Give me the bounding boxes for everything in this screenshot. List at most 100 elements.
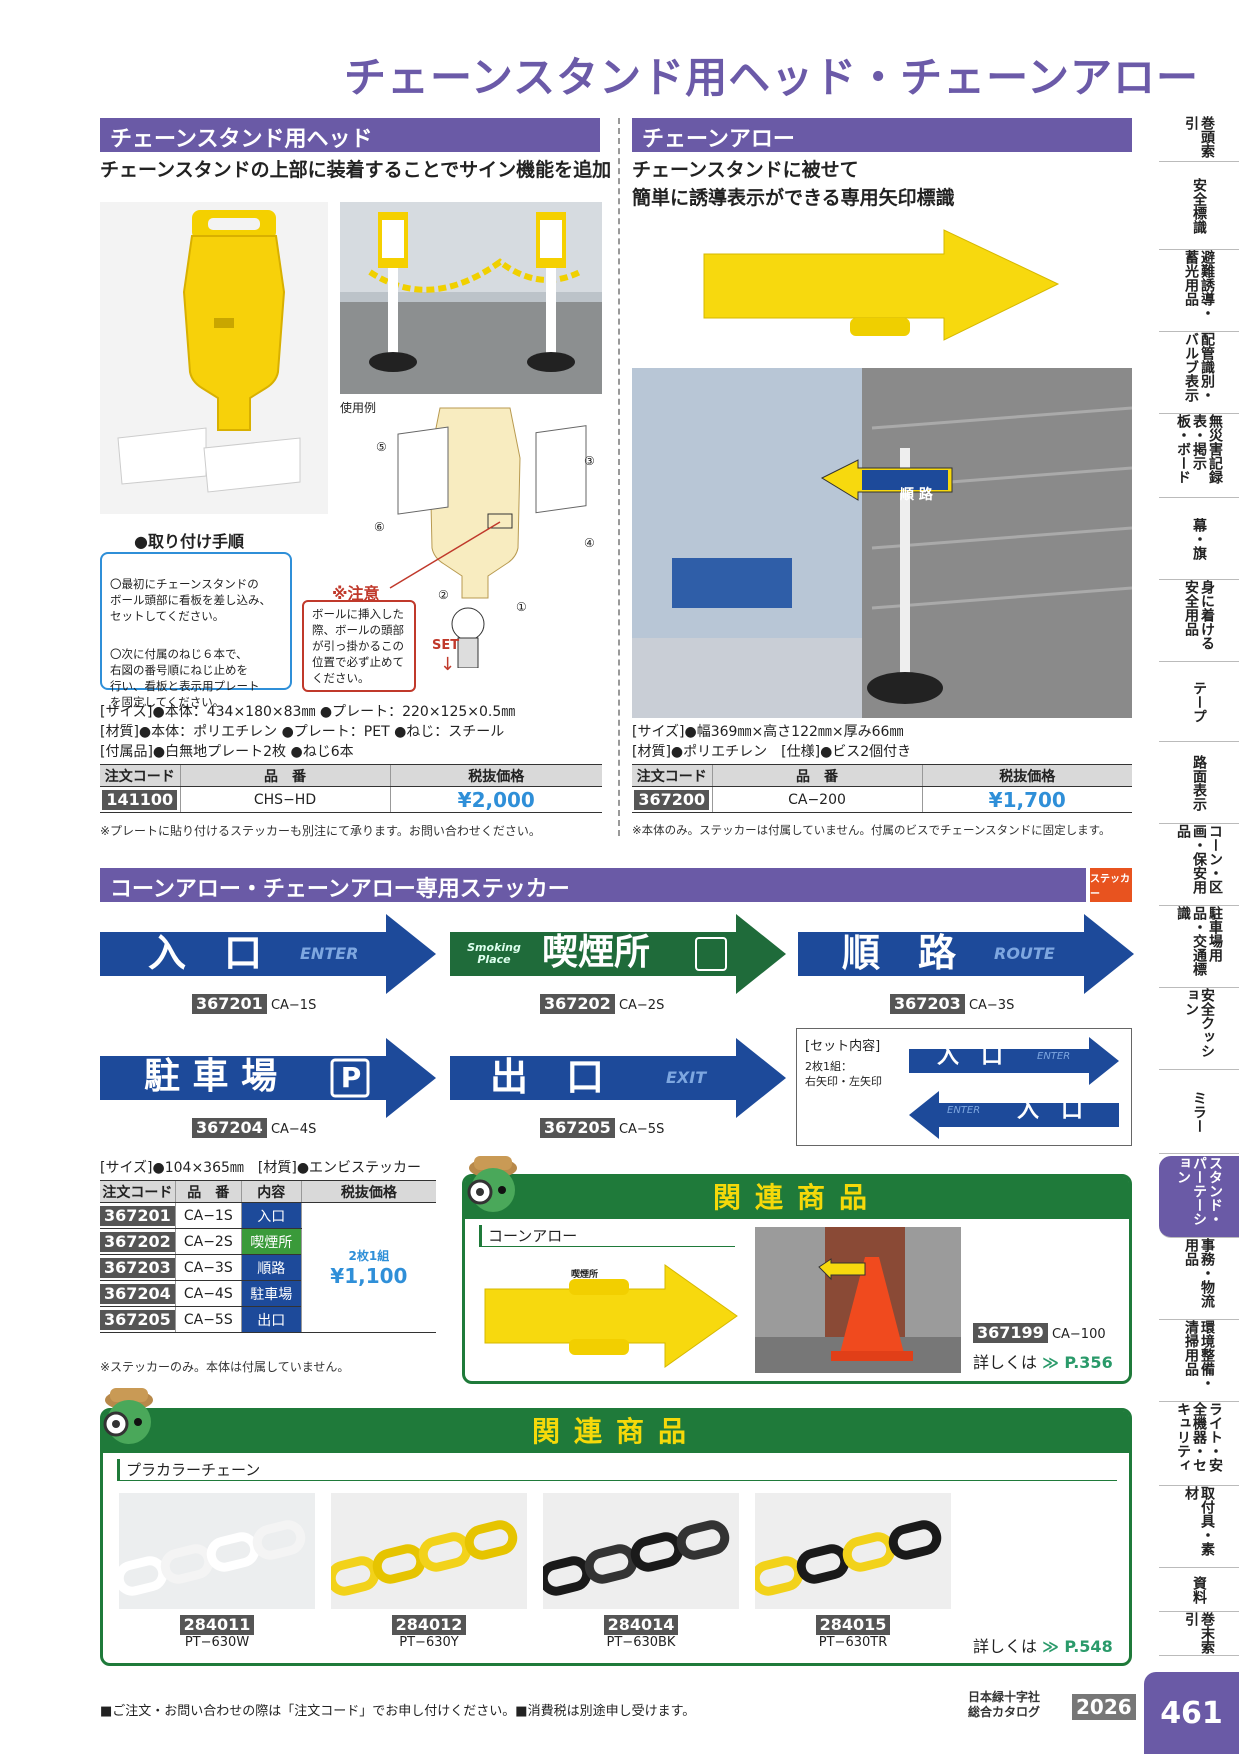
part-number: PT−630TR — [818, 1635, 888, 1650]
chain-photo-tigerrope — [755, 1493, 951, 1609]
content: 出口 — [240, 1306, 302, 1333]
sidebar-item[interactable]: 駐車場用品・交通標識 — [1159, 906, 1239, 988]
sidebar-item[interactable]: 配管識別・バルブ表示 — [1159, 332, 1239, 414]
col-part: 品 番 — [711, 764, 922, 787]
related-link-1[interactable]: 詳しくは ≫ P.356 — [973, 1349, 1113, 1373]
part-number: CA−100 — [1051, 1327, 1106, 1342]
sidebar-item[interactable]: 安全クッション — [1159, 988, 1239, 1070]
col-code: 注文コード — [100, 1180, 176, 1203]
part-number: CA−2S — [174, 1228, 242, 1255]
set-arrow-icon: ↓ — [440, 654, 456, 675]
sidebar-item[interactable]: 安全標識 — [1159, 162, 1239, 250]
sticker-price-cell: 2枚1組¥1,100 — [300, 1202, 436, 1333]
sticker-jp: 出 口 — [490, 1055, 605, 1099]
caution-title: ※注意 — [332, 584, 380, 603]
sticker-code-2: 367202 CA−2S — [540, 994, 664, 1014]
sidebar-item[interactable]: ライト・安全機器・セキュリティ — [1159, 1402, 1239, 1486]
sticker-en: EXIT — [666, 1068, 707, 1087]
sticker-badge: ステッカー — [1090, 868, 1132, 902]
content: 順路 — [240, 1254, 302, 1281]
arrow-lead-1: チェーンスタンドに被せて — [632, 159, 859, 181]
sidebar-item-active[interactable]: スタンド・パーテーション — [1159, 1156, 1239, 1238]
related-box-1: 関連商品 コーンアロー 喫煙所 367199 CA−100 詳しくは ≫ P.3… — [462, 1174, 1132, 1384]
page-ref[interactable]: ≫ P.356 — [1042, 1353, 1113, 1372]
usage-caption: 使用例 — [340, 401, 377, 415]
sidebar-item[interactable]: テープ — [1159, 662, 1239, 742]
col-price: 税抜価格 — [300, 1180, 436, 1203]
sidebar-item[interactable]: 巻頭索引 — [1159, 116, 1239, 162]
arrow-lead-2: 簡単に誘導表示ができる専用矢印標識 — [632, 187, 955, 209]
sticker-spec: [サイズ]●104×365㎜ [材質]●エンビステッカー — [100, 1160, 422, 1176]
price: ¥2,000 — [457, 787, 535, 812]
sticker-jp: 入 口 — [148, 931, 263, 975]
cone-arrow-product — [484, 1264, 738, 1368]
sticker-code-3: 367203 CA−3S — [890, 994, 1014, 1014]
footer-company: 日本緑十字社 総合カタログ — [968, 1690, 1040, 1720]
part-number: CA−2S — [618, 998, 665, 1013]
sidebar-item[interactable]: 避難誘導・蓄光用品 — [1159, 250, 1239, 332]
sidebar-item[interactable]: 資料 — [1159, 1568, 1239, 1612]
caution-box: ボールに挿入した 際、ボールの頭部 が引っ掛かるこの 位置で必ず止めて ください… — [302, 600, 416, 692]
set-title: [セット内容] — [805, 1039, 881, 1054]
related-sub: プラカラーチェーン — [117, 1459, 1117, 1481]
step-2: 〇次に付属のねじ６本で、 右図の番号順にねじ止めを 行い、看板と表示用プレート … — [110, 647, 260, 709]
sidebar-item[interactable]: 取付具・素材 — [1159, 1486, 1239, 1568]
related-sub: コーンアロー — [479, 1225, 735, 1247]
head-spec-1: [サイズ]●本体：434×180×83㎜ ●プレート：220×125×0.5㎜ — [100, 704, 516, 720]
part-number: CA−200 — [711, 786, 922, 813]
sidebar-item[interactable]: 巻末索引 — [1159, 1612, 1239, 1656]
arrow-spec-1: [サイズ]●幅369㎜×高さ122㎜×厚み66㎜ — [632, 724, 904, 740]
set-label: SET — [432, 638, 460, 653]
step-1: 〇最初にチェーンスタンドの ボール頭部に看板を差し込み、 セットしてください。 — [110, 577, 271, 623]
sticker-en: ENTER — [300, 944, 359, 963]
head-spec-2: [材質]●本体：ポリエチレン ●プレート：PET ●ねじ：スチール — [100, 724, 505, 740]
sticker-note: ※ステッカーのみ。本体は付属していません。 — [100, 1360, 350, 1374]
head-note: ※プレートに貼り付けるステッカーも別注にて承ります。お問い合わせください。 — [100, 824, 541, 838]
arrow-spec-2: [材質]●ポリエチレン [仕様]●ビス2個付き — [632, 744, 912, 760]
sticker-arrow-1: 入 口 ENTER — [100, 914, 436, 994]
chain-arrow-product — [703, 229, 1060, 341]
set-en-left: ENTER — [947, 1105, 981, 1116]
num-5: ⑤ — [376, 440, 387, 454]
sticker-code-4: 367204 CA−4S — [192, 1118, 316, 1138]
arrow-photo-label: 順 路 — [900, 487, 933, 503]
sidebar-item[interactable]: 事務・物流用品 — [1159, 1238, 1239, 1320]
sidebar-item[interactable]: 環境整備・清掃用品 — [1159, 1320, 1239, 1402]
num-3: ③ — [584, 454, 595, 468]
order-code: 367204 — [192, 1118, 267, 1138]
price: ¥1,100 — [330, 1264, 408, 1288]
mascot-icon — [103, 1388, 153, 1444]
set-en-right: ENTER — [1037, 1051, 1071, 1062]
sidebar-item[interactable]: ミラー — [1159, 1070, 1239, 1154]
sidebar-item[interactable]: コーン・区画・保安用品 — [1159, 824, 1239, 906]
related-title: 関連商品 — [103, 1411, 1129, 1453]
part-number: CA−3S — [968, 998, 1015, 1013]
sticker-jp: 駐 車 場 — [144, 1056, 278, 1097]
part-number: PT−630BK — [606, 1635, 676, 1650]
sticker-en: Smoking Place — [467, 941, 521, 966]
part-number: CA−4S — [270, 1122, 317, 1137]
num-4: ④ — [584, 536, 595, 550]
content: 喫煙所 — [240, 1228, 302, 1255]
head-spec-3: [付属品]●白無地プレート2枚 ●ねじ6本 — [100, 744, 354, 760]
sidebar-item[interactable]: 無災害記録表・掲示板・ボード — [1159, 414, 1239, 498]
sidebar-item[interactable]: 身に着ける安全用品 — [1159, 580, 1239, 662]
sidebar-item[interactable]: 路面表示 — [1159, 742, 1239, 824]
page-ref[interactable]: ≫ P.548 — [1042, 1637, 1113, 1656]
order-code: 367200 — [634, 789, 710, 810]
more-label: 詳しくは — [973, 1353, 1038, 1372]
order-code: 284014 — [603, 1615, 679, 1635]
catalog-year: 2026 — [1072, 1694, 1136, 1720]
catalog-name: 総合カタログ — [968, 1705, 1041, 1719]
order-code: 284012 — [391, 1615, 467, 1635]
related-link-2[interactable]: 詳しくは ≫ P.548 — [973, 1633, 1113, 1657]
part-number: CA−3S — [174, 1254, 242, 1281]
arrow-usage-photo — [632, 368, 1132, 718]
sidebar-item[interactable]: 幕・旗 — [1159, 498, 1239, 580]
